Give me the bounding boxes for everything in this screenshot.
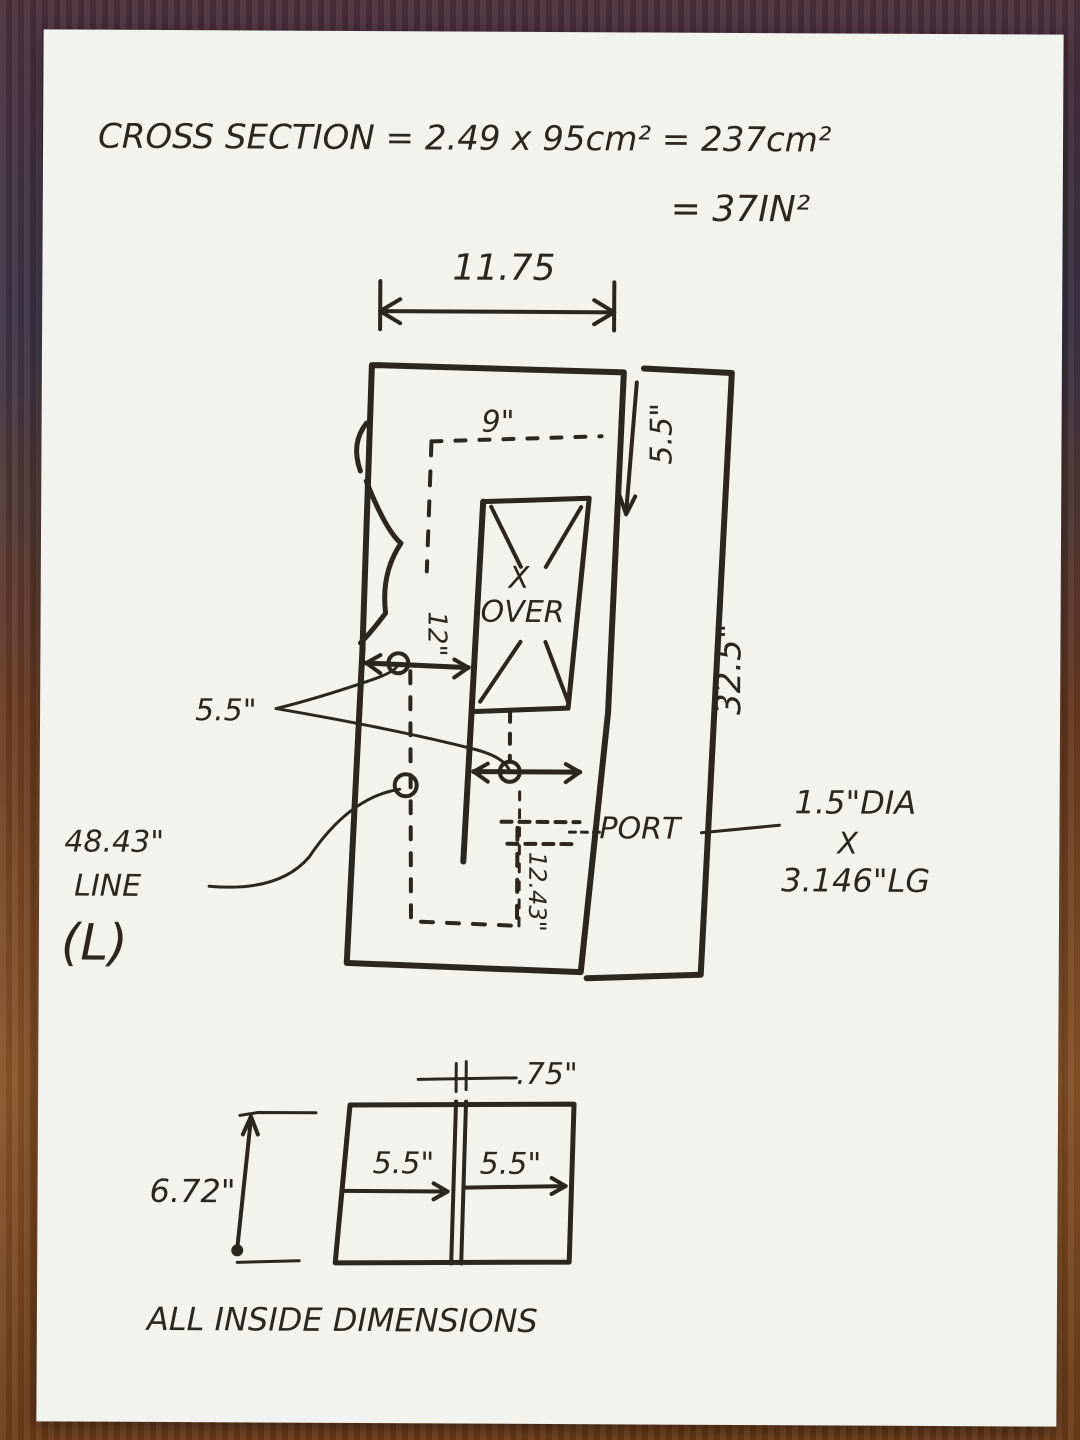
- line-path: 9" 12": [408, 405, 604, 928]
- center-divider: [460, 498, 487, 865]
- line-length-label: LINE: [74, 869, 141, 904]
- height-dim-label: 32.5": [709, 623, 749, 715]
- header-cross-section: CROSS SECTION = 2.49 x 95cm² = 237cm²: [98, 117, 832, 161]
- port-spec-diameter: 1.5"DIA: [795, 783, 917, 822]
- port-label: PORT: [599, 811, 683, 846]
- section-right-cell-dim-label: 5.5": [480, 1147, 542, 1182]
- header-area-inches: = 37IN²: [671, 189, 811, 231]
- left-width-dimension: 5.5": [195, 651, 583, 785]
- section-left-cell-dim-label: 5.5": [373, 1146, 435, 1181]
- width-dimension: 11.75: [378, 247, 617, 333]
- line-length-symbol: (L): [61, 913, 128, 971]
- section-divider-dim-label: .75": [516, 1057, 578, 1092]
- port-height-dim-label: 12.43": [523, 852, 551, 932]
- sketch-drawing: CROSS SECTION = 2.49 x 95cm² = 237cm² = …: [61, 117, 931, 1340]
- port-spec-length: 3.146"LG: [781, 861, 930, 900]
- port-spec: 1.5"DIA X 3.146"LG: [781, 783, 930, 900]
- line-length-note: 48.43" LINE (L): [61, 772, 419, 972]
- port-area: 12.43" PORT: [499, 790, 781, 934]
- enclosure-outline: [343, 362, 627, 976]
- footer-note: ALL INSIDE DIMENSIONS: [145, 1300, 538, 1340]
- left-width-dim-label: 5.5": [195, 693, 257, 728]
- width-dim-label: 11.75: [452, 247, 555, 289]
- left-inner-dim-label: 12": [421, 611, 451, 656]
- section-height-dim-label: 6.72": [149, 1172, 235, 1210]
- port-spec-x: X: [835, 826, 859, 861]
- over-label: OVER: [481, 595, 565, 630]
- top-right-dimension: 5.5": [617, 380, 680, 517]
- line-length-value: 48.43": [64, 824, 164, 860]
- inner-top-dim-label: 9": [482, 405, 515, 440]
- top-right-dim-label: 5.5": [644, 403, 679, 465]
- height-dimension: 32.5": [583, 365, 750, 982]
- over-box: X OVER: [469, 495, 592, 764]
- paper-sheet: CROSS SECTION = 2.49 x 95cm² = 237cm² = …: [36, 29, 1064, 1427]
- section-view: .75" 5.5" 5.5" 6.72": [149, 1057, 578, 1266]
- over-x-mark: X: [507, 561, 531, 596]
